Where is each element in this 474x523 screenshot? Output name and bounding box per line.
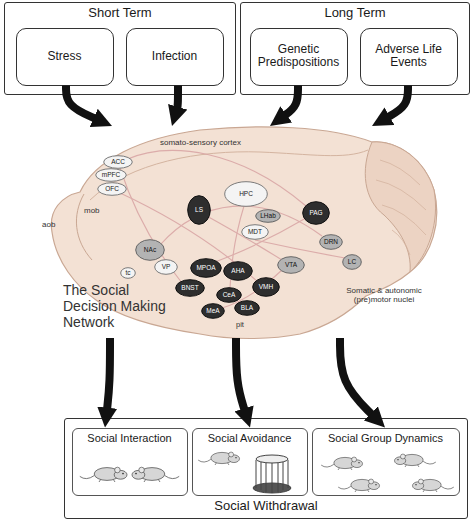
region-annotation: pit bbox=[236, 321, 260, 329]
group-box: Long TermGenetic Predispositions Adverse … bbox=[240, 2, 470, 95]
mice bbox=[80, 452, 454, 492]
brain-region: VMH bbox=[252, 277, 280, 297]
influence-arrow bbox=[66, 86, 96, 120]
factor-box: Genetic Predispositions bbox=[250, 28, 348, 86]
region-label: LS bbox=[173, 207, 225, 214]
region-label: MeA bbox=[187, 308, 239, 315]
behavior-panel: Social Avoidance bbox=[192, 428, 308, 496]
brain-outline bbox=[51, 127, 436, 339]
region-label: BLA bbox=[220, 305, 274, 312]
group-box: Short TermStress Infection bbox=[4, 2, 236, 95]
region-label: OFC bbox=[83, 186, 141, 193]
brain-region: VTA bbox=[277, 256, 305, 274]
region-label: NAc bbox=[121, 247, 179, 254]
region-label: MDT bbox=[227, 229, 283, 236]
region-label: LHab bbox=[241, 213, 295, 220]
brain-region: ACC bbox=[103, 155, 133, 169]
influence-arrow bbox=[284, 86, 298, 117]
region-label: mPFC bbox=[81, 172, 141, 179]
brain-region: LHab bbox=[255, 209, 281, 223]
factor-box: Stress bbox=[16, 28, 114, 86]
brain-region: VP bbox=[154, 259, 178, 275]
region-label: CeA bbox=[202, 292, 256, 299]
group-box: Social Withdrawal Social Interaction Socia… bbox=[64, 418, 468, 519]
brain-region: OFC bbox=[97, 182, 127, 196]
box-label: Long Term bbox=[243, 6, 467, 21]
brain-region: LS bbox=[187, 195, 211, 225]
network-lines bbox=[118, 151, 345, 308]
influence-arrow bbox=[107, 338, 110, 411]
brain-region: MDT bbox=[241, 224, 269, 240]
influence-arrow bbox=[340, 338, 373, 416]
region-label: BNST bbox=[161, 285, 219, 292]
region-label: VTA bbox=[263, 262, 319, 269]
box-label: Social Interaction bbox=[75, 432, 185, 445]
region-annotation: Somatic & autonomic (pre)motor nuclei bbox=[334, 287, 434, 305]
brain-region: mPFC bbox=[95, 168, 127, 182]
factor-box: Infection bbox=[126, 28, 224, 86]
factor-box: Adverse Life Events bbox=[360, 28, 458, 86]
brain-map: The Social Decision Making NetworkACCmPF… bbox=[45, 126, 440, 338]
network-title: The Social Decision Making Network bbox=[63, 282, 175, 330]
box-label: Social Withdrawal bbox=[67, 499, 465, 514]
region-label: LC bbox=[328, 259, 376, 266]
brain-region: DRN bbox=[319, 234, 343, 250]
region-annotation: somato-sensory cortex bbox=[160, 139, 280, 148]
brain-region: AHA bbox=[223, 261, 253, 281]
brain-region: CeA bbox=[216, 287, 242, 303]
influence-arrow bbox=[387, 86, 408, 118]
brain-region: LC bbox=[342, 254, 362, 270]
brain-region: tc bbox=[120, 267, 136, 279]
region-annotation: mob bbox=[84, 207, 114, 216]
box-label: Short Term bbox=[7, 6, 233, 21]
box-label: Adverse Life Events bbox=[364, 43, 454, 71]
behavior-panel: Social Group Dynamics bbox=[312, 428, 460, 496]
box-label: Infection bbox=[130, 50, 220, 64]
brain-region: HPC bbox=[224, 181, 268, 207]
influence-arrow bbox=[236, 338, 245, 411]
region-label: PAG bbox=[288, 210, 344, 217]
box-label: Stress bbox=[20, 50, 110, 64]
cage-symbol bbox=[253, 455, 291, 493]
brain-region: MeA bbox=[201, 303, 225, 319]
box-label: Social Group Dynamics bbox=[315, 432, 457, 445]
influence-arrow bbox=[177, 86, 178, 110]
region-label: HPC bbox=[210, 191, 282, 198]
brain-region: PAG bbox=[302, 201, 330, 225]
region-label: tc bbox=[106, 270, 150, 277]
region-label: AHA bbox=[209, 268, 267, 275]
region-label: VMH bbox=[238, 284, 294, 291]
behavior-panel: Social Interaction bbox=[72, 428, 188, 496]
brain-region: BLA bbox=[234, 300, 260, 316]
brain-region: MPOA bbox=[190, 258, 222, 278]
brain-region: BNST bbox=[175, 279, 205, 297]
region-label: ACC bbox=[89, 159, 147, 166]
box-label: Genetic Predispositions bbox=[254, 43, 344, 71]
region-label: VP bbox=[140, 264, 192, 271]
brain-region: NAc bbox=[135, 239, 165, 261]
region-annotation: aob bbox=[42, 221, 72, 230]
box-label: Social Avoidance bbox=[195, 432, 305, 445]
region-label: DRN bbox=[305, 239, 357, 246]
